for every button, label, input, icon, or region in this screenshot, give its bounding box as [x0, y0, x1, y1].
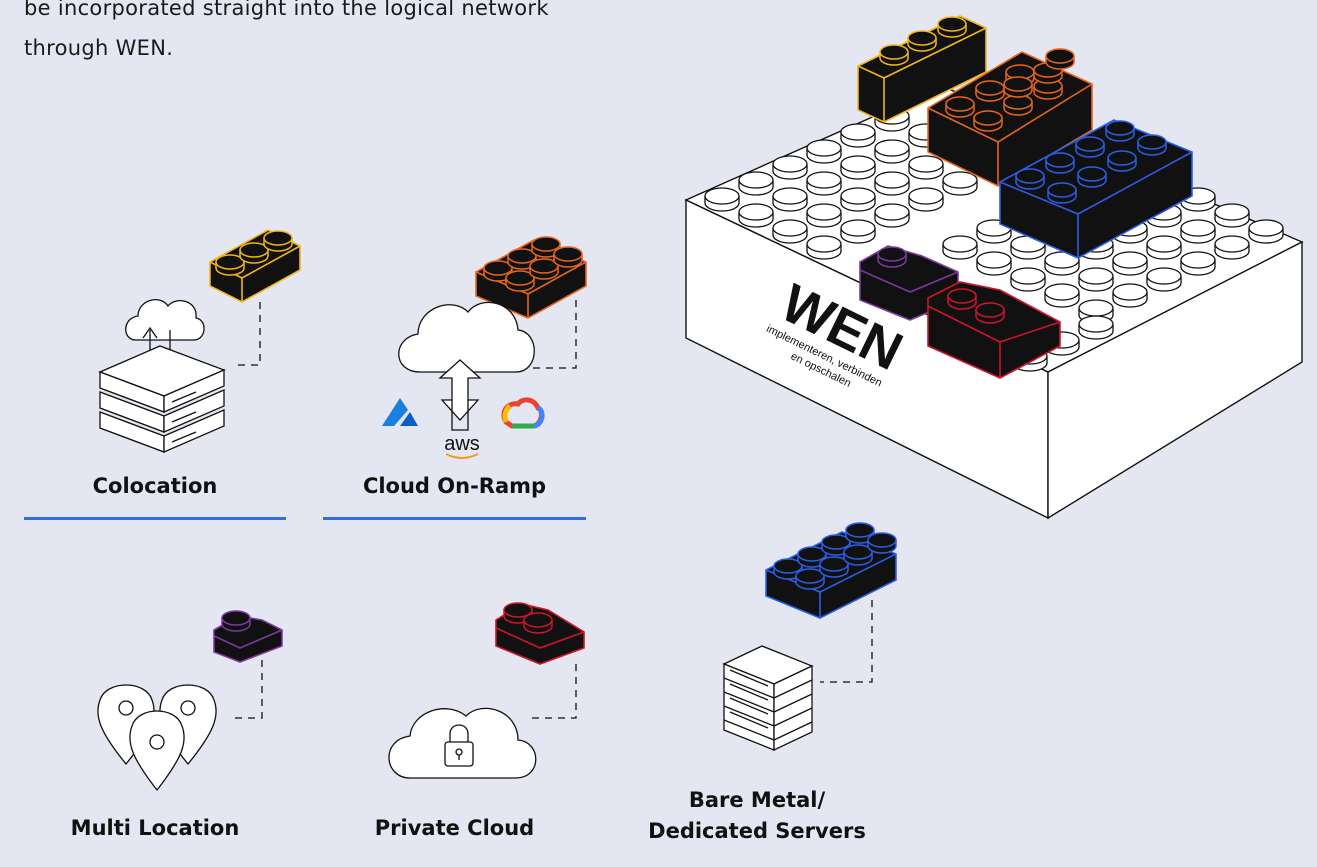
azure-icon	[382, 398, 418, 426]
colocation-underline	[24, 517, 286, 520]
cloud-upload-icon	[398, 301, 535, 431]
colocation-label: Colocation	[92, 474, 218, 498]
wen-brick-yellow	[857, 15, 987, 123]
wen-brick-red	[927, 281, 1061, 379]
padlock-icon	[388, 707, 537, 779]
intro-line-2: through WEN.	[24, 36, 174, 60]
multi-location-label: Multi Location	[70, 816, 240, 840]
colocation-brick	[209, 229, 301, 303]
aws-icon: aws	[444, 433, 480, 455]
cloud-on-ramp-label: Cloud On-Ramp	[362, 474, 547, 498]
bare-metal-connector	[820, 600, 873, 683]
server-stack-icon	[98, 345, 226, 453]
multi-location-connector	[230, 660, 263, 719]
multi-location-brick	[213, 610, 283, 663]
cloud-on-ramp-connector	[532, 300, 577, 369]
wen-brick-orange	[927, 48, 1093, 187]
bare-metal-label: Bare Metal/ Dedicated Servers	[626, 785, 888, 847]
map-pin-icon	[97, 684, 217, 792]
cloud-on-ramp-brick	[475, 236, 587, 319]
google-cloud-icon	[501, 397, 545, 429]
intro-line-1: be incorporated straight into the logica…	[24, 0, 549, 20]
wen-base-plate	[684, 85, 1304, 520]
cloud-on-ramp-underline	[323, 517, 586, 520]
private-cloud-brick	[495, 602, 585, 665]
aws-smile-icon	[445, 453, 479, 459]
private-cloud-label: Private Cloud	[374, 816, 535, 840]
private-cloud-connector	[526, 664, 577, 719]
bare-metal-brick	[765, 522, 897, 619]
bare-metal-label-line-1: Bare Metal/	[688, 788, 826, 812]
server-rack-icon	[722, 645, 814, 752]
bare-metal-label-line-2: Dedicated Servers	[648, 819, 866, 843]
colocation-connector	[232, 302, 261, 366]
intro-paragraph: be incorporated straight into the logica…	[24, 0, 674, 68]
wen-brick-blue	[999, 119, 1193, 259]
